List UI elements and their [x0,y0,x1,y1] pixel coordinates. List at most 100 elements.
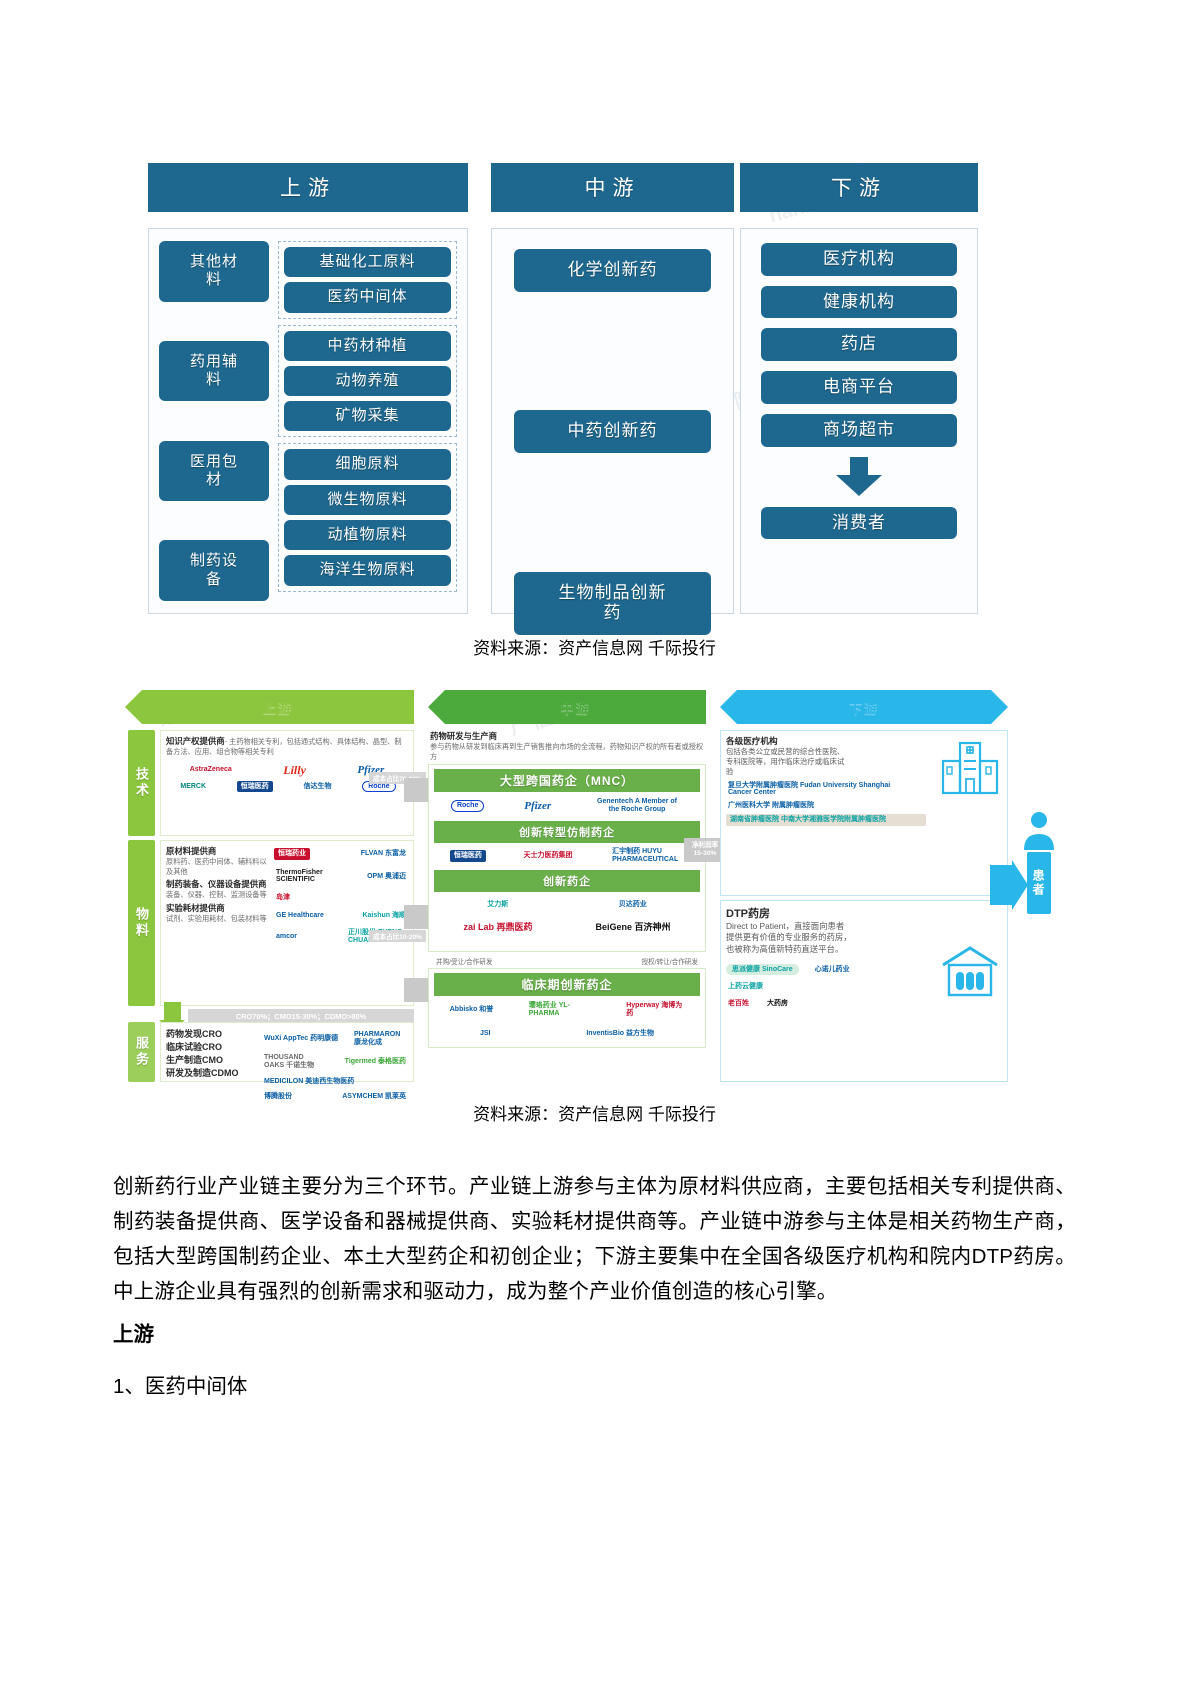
down-arrow-icon [836,456,882,496]
logo-hengrui-pharma: 恒瑞药业 [274,848,310,860]
fig2-dn-desc-dtp: Direct to Patient，直接面向患者提供更有价值的专业服务的药房，也… [726,921,852,954]
logo-hengrui: 恒瑞医药 [236,780,273,793]
fig2-raw-title: 原材料提供商 [166,846,217,856]
paragraph-industry-chain-overview: 创新药行业产业链主要分为三个环节。产业链上游参与主体为原材料供应商，主要包括相关… [113,1174,1076,1304]
logo-ge-healthcare: GE Healthcare [276,911,324,919]
fig1-pill-health-institutions: 健康机构 [761,285,957,319]
fig2-ip-title-line: 知识产权提供商- 主药物相关专利，包括通式结构、具体结构、晶型、制备方法、应用、… [166,735,408,757]
logo-betta: 贝达药业 [618,901,647,909]
logo-jsi: JSI [479,1030,491,1038]
fig2-arrow-downstream: 下游 [720,690,1008,724]
patient-icon [1023,812,1054,850]
logo-roche: Roche [450,800,485,812]
fig1-pill-pharma-intermediates: 医药中间体 [284,282,451,313]
fig2-mnc-logos: Roche Pfizer Genentech A Member of the R… [434,795,700,817]
logo-thermofisher: ThermoFisher SCIENTIFIC [276,868,323,884]
logo-merck: MERCK [180,782,207,790]
fig2-flow-labels: 并购/受让/合作研发 授权/转让/合作研发 [428,955,706,967]
fig1-pill-pharma-excipients: 药用辅 料 [159,340,269,402]
fig2-hospital-logos: 复旦大学附属肿瘤医院 Fudan University Shanghai Can… [726,781,1002,826]
logo-asymchem: ASYMCHEM 凯莱英 [342,1093,406,1101]
logo-lilly: Lilly [283,762,306,777]
logo-zailab: zai Lab 再鼎医药 [463,922,533,933]
fig2-dn-desc-hospital: 包括各类公立或民营的综合性医院、专科医院等，用作临床治疗或临床试验 [726,747,845,776]
fig2-generic-logos: 恒瑞医药 天士力医药集团 汇宇制药 HUYU PHARMACEUTICAL [434,846,700,866]
logo-innovent: 信达生物 [303,782,332,790]
fig2-ip-title: 知识产权提供商 [166,736,225,746]
fig1-pill-consumer: 消费者 [761,506,957,540]
fig2-clinical-logos-1: Abbisko 和誉 璎珞药业 YL-PHARMA Hyperway 海博为药 [434,999,700,1021]
fig1-pill-tcm-planting: 中药材种植 [284,330,451,361]
fig1-pill-other-materials: 其他材 料 [159,241,269,302]
logo-guangzhou-medical: 广州医科大学 附属肿瘤医院 [728,802,814,810]
fig2-consumable-title: 实验耗材提供商 [166,902,225,913]
logo-allist: 艾力斯 [487,901,509,909]
logo-hunan-cancer-hospital: 湖南省肿瘤医院 中南大学湘雅医学院附属肿瘤医院 [726,813,926,826]
industry-chain-figure-2: xin.com 产信息网 信息 chanxin 上游 中游 下游 技术 物料 服… [125,690,1061,1100]
fig1-pill-basic-chemicals: 基础化工原料 [284,247,451,278]
fig1-downstream-items: 医疗机构 健康机构 药店 电商平台 商场超市 消费者 [761,243,957,540]
fig1-pill-pharmacy: 药店 [761,328,957,362]
figure-2-source-caption: 资料来源：资产信息网 千际投行 [473,1105,716,1124]
logo-hengrui: 恒瑞医药 [449,850,486,862]
fig2-cost-tag-material: 成本占比10-20% [368,930,426,942]
fig2-dn-title-dtp: DTP药房 [726,908,770,920]
fig2-patient-column: 患者 [1016,810,1061,914]
green-down-arrow-icon [159,1002,185,1031]
logo-pfizer: Pfizer [524,799,552,812]
fig1-pill-pharma-equipment: 制药设 备 [159,540,269,601]
fig2-flow-label-left: 并购/受让/合作研发 [436,959,493,966]
fig2-equip-desc: 装备、仪器、控制、监测设备等 [166,890,267,899]
logo-laobaixing: 老百姓 [728,1000,749,1008]
logo-shimadzu: 岛津 [276,894,290,902]
logo-hyperway: Hyperway 海博为药 [626,1002,683,1017]
fig2-block-medical-institutions: 各级医疗机构 包括各类公立或民营的综合性医院、专科医院等，用作临床治疗或临床试验… [720,730,1008,896]
list-item-pharma-intermediates: 1、医药中间体 [113,1375,248,1398]
fig2-mid-desc: 参与药物从研发到临床再到生产销售推向市场的全流程，药物知识产权的所有者或授权方 [430,742,704,761]
logo-shangyao-yun: 上药云健康 [728,983,763,991]
logo-porton: 博腾股份 [264,1093,292,1101]
fig2-equip-title: 制药装备、仪器设备提供商 [166,879,267,889]
logo-medicilon: MEDICILON 美迪西生物医药 [264,1077,355,1085]
fig2-midstream-column: 药物研发与生产商 参与药物从研发到临床再到生产销售推向市场的全流程，药物知识产权… [428,730,706,1082]
figure-1-source-caption: 资料来源：资产信息网 千际投行 [473,639,716,658]
logo-huiyu: 汇宇制药 HUYU PHARMACEUTICAL [612,848,679,863]
fig2-ip-desc: - 主药物相关专利，包括通式结构、具体结构、晶型、制备方法、应用、组合物等相关专… [166,737,402,756]
fig2-rail-materials: 物料 [128,840,155,1006]
fig1-group-chemical: 基础化工原料 医药中间体 [278,241,457,319]
fig1-column-downstream: 下游 医疗机构 健康机构 药店 电商平台 商场超市 消费者 [740,163,978,614]
fig1-pill-mall-supermarket: 商场超市 [761,413,957,447]
logo-fudan-cancer-center: 复旦大学附属肿瘤医院 Fudan University Shanghai Can… [728,781,891,797]
logo-genentech: Genentech A Member of the Roche Group [597,798,678,813]
fig2-innovative-logos-2: zai Lab 再鼎医药 BeiGene 百济神州 [434,918,700,938]
logo-tasly: 天士力医药集团 [523,852,573,860]
logo-inventisbio: InventisBio 益方生物 [586,1030,655,1038]
fig1-pill-animal-plant-material: 动植物原料 [284,520,451,551]
fig1-pill-mineral-collection: 矿物采集 [284,401,451,432]
logo-abbisko: Abbisko 和誉 [449,1006,494,1014]
logo-wuxi-apptec: WuXi AppTec 药明康德 [264,1034,339,1042]
fig1-column-midstream: 中游 化学创新药 中药创新药 生物制品创新 药 [491,163,734,635]
fig2-rail-technology: 技术 [128,730,155,836]
logo-fvan-tofflon: FLVAN 东富龙 [360,850,406,857]
fig1-midstream-items: 化学创新药 中药创新药 生物制品创新 药 [514,249,711,635]
fig2-block-dtp-pharmacy: DTP药房 Direct to Patient，直接面向患者提供更有价值的专业服… [720,900,1008,1082]
logo-tigermed: Tigermed 泰格医药 [344,1058,406,1066]
fig2-consumable-desc: 试剂、实验用耗材、包装材料等 [166,913,267,923]
fig1-pill-chemical-innovative-drug: 化学创新药 [514,249,711,292]
fig1-column-upstream: 上游 其他材 料 药用辅 料 医用包 材 制药设 备 基础化工原料 医药中间体 … [148,163,468,614]
fig2-block-material-providers: 原材料提供商 原料药、医药中间体、辅料料以及其他 制药装备、仪器设备提供商 装备… [160,840,414,1006]
fig2-blue-arrow-to-patient [990,860,1028,910]
fig1-header-downstream: 下游 [740,163,978,212]
fig2-arrow-label-downstream: 下游 [848,700,879,716]
logo-yl-pharma: 璎珞药业 YL-PHARMA [528,1002,570,1017]
heading-upstream: 上游 [113,1323,154,1346]
logo-astrazeneca: AstraZeneca [189,766,232,774]
fig2-clinical-box: 临床期创新药企 Abbisko 和誉 璎珞药业 YL-PHARMA Hyperw… [428,968,706,1048]
logo-opm-aopumai: OPM 奥浦迈 [367,872,406,880]
fig2-flow-label-right: 授权/转让/合作研发 [641,959,698,966]
fig1-header-upstream: 上游 [148,163,468,212]
fig1-upstream-body: 其他材 料 药用辅 料 医用包 材 制药设 备 基础化工原料 医药中间体 中药材… [148,228,468,614]
fig2-rail-services: 服务 [128,1022,155,1082]
fig2-clinical-logos-2: JSI InventisBio 益方生物 [434,1024,700,1044]
